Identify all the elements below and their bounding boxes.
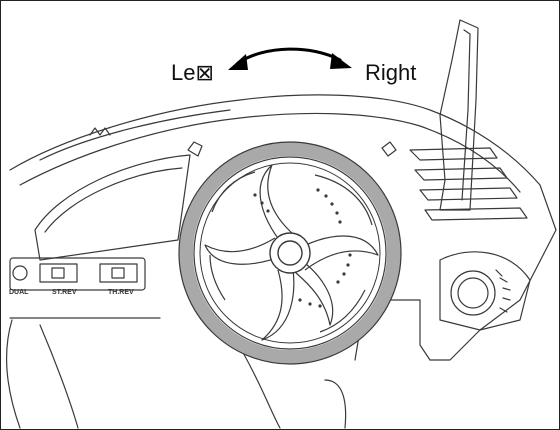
wheel-spoke-5 xyxy=(289,252,334,326)
wheel-vent-2 xyxy=(211,171,256,213)
wheel-nub-left xyxy=(187,141,203,157)
wheel-spoke-4 xyxy=(204,237,291,265)
st-rev-switch-toggle xyxy=(51,267,65,279)
wheel-vent-4 xyxy=(319,289,366,333)
dual-label: DUAL xyxy=(9,289,29,296)
display-panel xyxy=(34,154,191,261)
grip-outline xyxy=(5,319,21,429)
grille-4 xyxy=(424,207,528,221)
knob-scale xyxy=(495,269,511,313)
th-rev-switch-toggle xyxy=(111,267,125,279)
st-rev-switch xyxy=(39,263,78,283)
top-bumps xyxy=(89,127,111,136)
transmitter-body xyxy=(9,94,557,361)
grille-3 xyxy=(419,187,518,201)
wheel-grip-ring xyxy=(179,142,401,364)
double-headed-curved-arrow-icon xyxy=(236,47,342,65)
wheel-nub-right xyxy=(381,141,397,157)
display-panel-inner xyxy=(44,167,183,233)
transmitter-body-inner xyxy=(19,112,521,193)
th-rev-label: TH.REV xyxy=(108,289,134,296)
grille-1 xyxy=(409,147,498,161)
throttle-trigger xyxy=(439,19,479,211)
wheel-vent-1 xyxy=(314,174,373,226)
wheel-hub-inner xyxy=(277,240,303,266)
grille-2 xyxy=(414,167,508,181)
bottom-trigger xyxy=(324,379,347,429)
dual-rate-knob xyxy=(12,265,28,281)
grip-outline-2 xyxy=(39,324,79,429)
top-ridge xyxy=(39,109,231,161)
arrow-head-right xyxy=(330,53,352,69)
left-label: Le⊠ xyxy=(171,60,214,85)
throttle-trigger-inner xyxy=(461,29,471,201)
wheel-holes xyxy=(253,188,352,308)
st-rev-label: ST.REV xyxy=(52,289,77,296)
knob-housing xyxy=(439,251,531,331)
right-label: Right xyxy=(365,60,417,85)
wheel-spoke-2 xyxy=(289,235,379,271)
right-knob-outer xyxy=(450,270,496,316)
steering-wheel xyxy=(178,141,402,365)
arrow-head-left xyxy=(228,54,248,70)
switch-panel xyxy=(9,257,146,291)
th-rev-switch xyxy=(99,263,138,283)
right-knob-inner xyxy=(457,277,489,309)
wheel-vent-3 xyxy=(209,254,226,301)
wheel-spoke-3 xyxy=(261,252,295,341)
wheel-spoke-1 xyxy=(259,164,301,254)
